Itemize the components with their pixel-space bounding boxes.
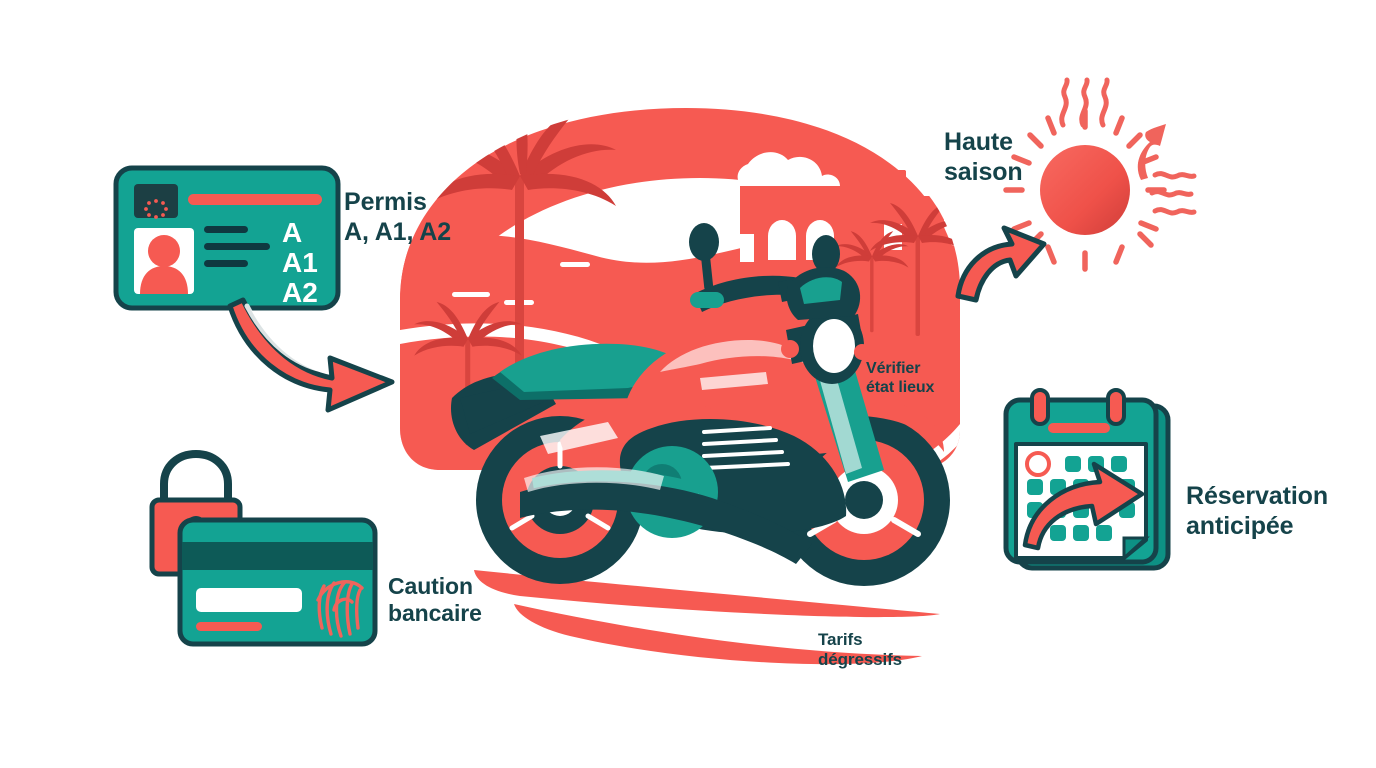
eu-flag-badge	[144, 199, 168, 219]
label-caution-bancaire: Caution bancaire	[388, 573, 482, 627]
sun-icon	[1003, 108, 1167, 272]
mirror-left	[689, 223, 719, 292]
motorcycle-icon	[450, 223, 950, 586]
heat-wave-icon	[1059, 77, 1197, 216]
curved-arrow-up-icon	[955, 225, 1047, 303]
label-permis: Permis A, A1, A2	[344, 188, 451, 246]
label-tarifs-degressifs: Tarifs dégressifs	[818, 630, 903, 670]
palm-tree-icon	[870, 203, 960, 336]
label-haute-saison: Haute saison	[944, 128, 1023, 186]
front-wheel	[778, 414, 950, 586]
curved-arrow-right-icon	[227, 297, 395, 413]
headlight	[800, 308, 864, 384]
palm-tree-icon	[835, 231, 909, 333]
credit-card-icon	[177, 517, 378, 647]
shadow-swoosh-group	[474, 570, 940, 665]
fingerprint-icon	[316, 580, 364, 638]
calendar-icon	[1003, 388, 1171, 571]
id-card-icon	[113, 165, 341, 311]
card-detail-lines	[204, 226, 270, 267]
road-dash-marks	[452, 262, 590, 305]
license-class-text: A A1 A2	[282, 217, 318, 309]
curved-arrow-up-icon	[1137, 124, 1166, 180]
cloud-icon	[737, 152, 840, 186]
portrait-avatar	[134, 228, 194, 294]
label-verifier-etat-lieux: Vérifier état lieux	[866, 360, 935, 396]
label-reservation-anticipee: Réservation anticipée	[1186, 482, 1329, 540]
